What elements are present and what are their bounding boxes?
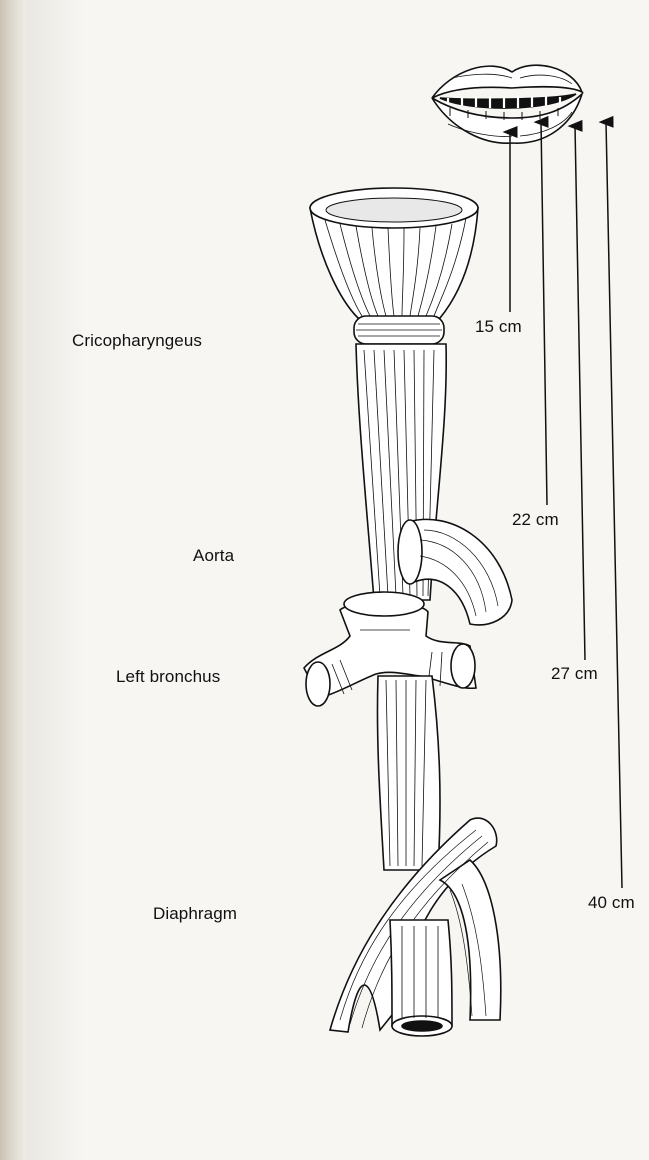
- arrow-22cm: [541, 122, 547, 505]
- label-diaphragm: Diaphragm: [153, 904, 237, 924]
- distance-label-27cm: 27 cm: [551, 664, 598, 684]
- esophagus-cut-end: [390, 920, 452, 1026]
- distance-arrows: [510, 122, 622, 888]
- label-cricopharyngeus: Cricopharyngeus: [72, 331, 202, 351]
- arrow-40cm: [606, 122, 622, 888]
- label-aorta: Aorta: [193, 546, 234, 566]
- arrow-27cm: [575, 126, 585, 660]
- distance-label-40cm: 40 cm: [588, 893, 635, 913]
- label-left-bronchus: Left bronchus: [116, 667, 220, 687]
- mouth-icon: [432, 65, 582, 143]
- distance-label-22cm: 22 cm: [512, 510, 559, 530]
- esophagus-illustration: [304, 188, 512, 1036]
- distance-label-15cm: 15 cm: [475, 317, 522, 337]
